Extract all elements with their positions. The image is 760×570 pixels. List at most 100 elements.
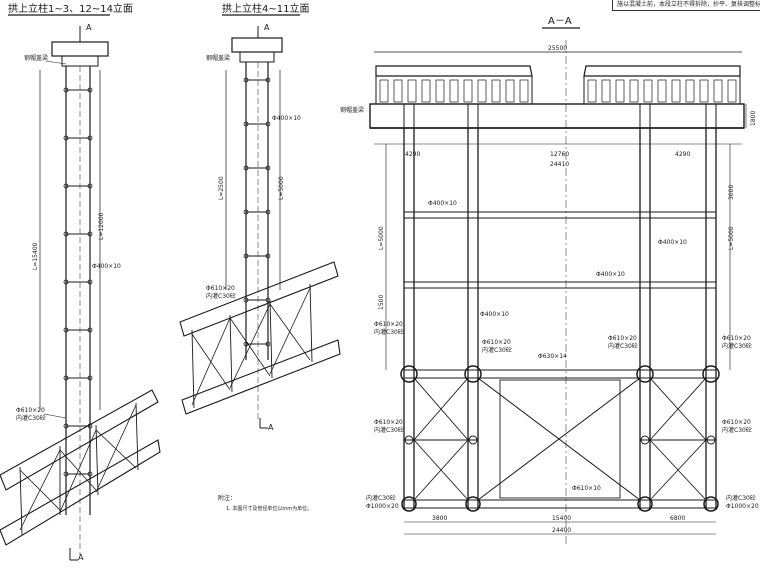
mid-dim-total: L=2500: [218, 176, 225, 200]
column-node: [265, 341, 271, 347]
column-node: [87, 327, 93, 333]
pipe-nodes: [400, 365, 720, 512]
dim-12760: 12760: [550, 151, 569, 158]
column-node: [63, 279, 69, 285]
middle-title: 拱上立柱4~11立面: [222, 2, 309, 15]
r-fill-rr: 内灌C30砼: [722, 342, 752, 350]
r-pipe400-4: Φ400×10: [480, 311, 509, 318]
column-node: [265, 209, 271, 215]
left-title: 拱上立柱1~3、12~14立面: [8, 2, 133, 15]
dim-24400: 24400: [552, 527, 571, 534]
column-node: [63, 135, 69, 141]
r-fill-r2: 内灌C30砼: [722, 426, 752, 434]
column-node: [243, 253, 249, 259]
dim-4290-r: 4290: [675, 151, 690, 158]
section-mark-bottom-mid: A: [268, 423, 274, 432]
left-pipe610: Φ610×20: [16, 407, 45, 414]
column-node: [63, 471, 69, 477]
column-node: [265, 77, 271, 83]
r-pipe610-rr: Φ610×20: [722, 335, 751, 342]
r-pipe610-l2: Φ610×20: [374, 419, 403, 426]
left-pipe-label: Φ400×10: [92, 263, 121, 270]
deck-stud: [393, 79, 403, 103]
right-title: A－A: [548, 16, 572, 27]
r-pipe1000-l: Φ1000×20: [366, 503, 399, 510]
column-node: [265, 121, 271, 127]
column-node: [243, 77, 249, 83]
r-fill-l: 内灌C30砼: [374, 328, 404, 336]
column-node: [63, 327, 69, 333]
deck-stud: [379, 79, 389, 103]
column-node: [63, 87, 69, 93]
dim-4290-l: 4290: [405, 151, 420, 158]
dim-15400: 15400: [552, 515, 571, 522]
r-dim-vr: L=5000: [728, 226, 735, 250]
column-node: [63, 231, 69, 237]
column-node: [243, 121, 249, 127]
deck-stud: [629, 79, 639, 103]
r-fill-bl: 内灌C30砼: [366, 494, 396, 502]
r-pipe400-1: Φ400×10: [428, 200, 457, 207]
notes-text: 1. 本图尺寸及管径单位以mm为单位。: [226, 505, 312, 512]
middle-elevation: 拱上立柱4~11立面 A 钢帽盖梁 L=2500 L=5000 Φ400×10 …: [179, 2, 341, 512]
column-node: [243, 297, 249, 303]
r-pipe610-m: Φ610×20: [482, 339, 511, 346]
r-pipe1000-r: Φ1000×20: [726, 503, 759, 510]
r-fill-br: 内灌C30砼: [726, 494, 756, 502]
deck-stud: [435, 79, 445, 103]
r-dim-1800: 1800: [750, 111, 757, 126]
deck-stud: [449, 79, 459, 103]
deck-stud: [685, 79, 695, 103]
r-fill-m: 内灌C30砼: [482, 346, 512, 354]
r-dim-vl: L=5000: [378, 226, 385, 250]
r-pipe610-l: Φ610×20: [374, 321, 403, 328]
deck-stud: [699, 79, 709, 103]
column-node: [87, 375, 93, 381]
deck-stud: [463, 79, 473, 103]
notes-title: 附注：: [218, 494, 236, 502]
deck-stud: [671, 79, 681, 103]
mid-pipe610: Φ610×20: [206, 285, 235, 292]
dim-top: 25500: [548, 45, 567, 52]
column-node: [63, 423, 69, 429]
deck-stud: [407, 79, 417, 103]
middle-cap-label: 钢帽盖梁: [206, 54, 230, 62]
r-fill-r: 内灌C30砼: [608, 342, 638, 350]
deck-stud: [601, 79, 611, 103]
column-node: [87, 135, 93, 141]
right-section: A－A 25500 钢帽盖梁 4290 12760 4290 24410: [340, 16, 759, 545]
column-node: [243, 209, 249, 215]
dim-24410: 24410: [550, 161, 569, 168]
column-node: [87, 87, 93, 93]
section-mark-bottom-left: A: [78, 553, 84, 562]
r-dim-3000: 3000: [728, 185, 735, 200]
r-pipe610-r2: Φ610×20: [722, 419, 751, 426]
section-mark-top-mid: A: [264, 23, 270, 32]
r-pipe400-2: Φ400×10: [658, 239, 687, 246]
left-cap-label: 钢帽盖梁: [24, 54, 48, 62]
deck-stud: [657, 79, 667, 103]
top-note: 施以混凝土前，本段立柱不得拆除，抄平、复核调整标高。: [612, 0, 760, 11]
dim-3800: 3800: [432, 515, 447, 522]
left-elevation: 拱上立柱1~3、12~14立面 A 钢帽盖梁 L=15400 L=12000 Φ…: [0, 2, 161, 562]
deck-stud: [477, 79, 487, 103]
deck-stud: [505, 79, 515, 103]
mid-fill: 内灌C30砼: [206, 292, 236, 300]
deck-stud: [491, 79, 501, 103]
r-fill-l2: 内灌C30砼: [374, 426, 404, 434]
column-node: [265, 253, 271, 259]
column-node: [87, 231, 93, 237]
r-pipe610-10: Φ610×10: [572, 485, 601, 492]
column-node: [243, 165, 249, 171]
column-node: [63, 183, 69, 189]
deck-stud: [615, 79, 625, 103]
deck-stud: [713, 79, 723, 103]
column-node: [87, 183, 93, 189]
column-node: [265, 165, 271, 171]
left-dim-total: L=15400: [32, 242, 39, 270]
mid-dim-seg: L=5000: [278, 176, 285, 200]
deck-stud: [587, 79, 597, 103]
mid-pipe-label: Φ400×10: [272, 115, 301, 122]
deck-stud: [519, 79, 529, 103]
deck-stud: [643, 79, 653, 103]
